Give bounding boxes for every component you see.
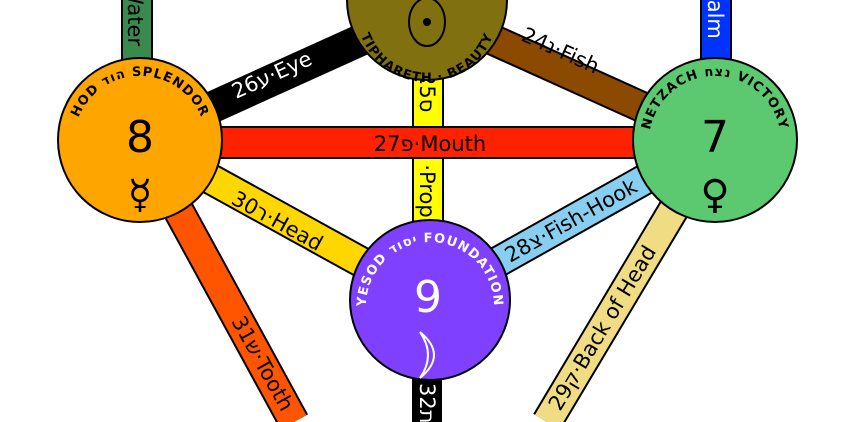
path-label: 27פ·Mouth bbox=[374, 132, 486, 156]
sephirah-netzach: NETZACH נצח VICTORY 7 ♀ bbox=[632, 57, 798, 223]
sephirah-tiphareth: TIPHARETH · BEAUTY bbox=[346, 0, 508, 86]
sun-icon bbox=[408, 0, 446, 47]
sephirah-yesod: YESOD יסוד FOUNDATION 9 bbox=[349, 219, 511, 381]
sephirah-number: 7 bbox=[701, 112, 729, 163]
path-27: 27פ·Mouth bbox=[139, 126, 716, 159]
path-label: Palm bbox=[703, 0, 727, 39]
sephirah-hod: HOD הוד SPLENDOR 8 ☿ bbox=[57, 57, 223, 223]
sephirah-number: 8 bbox=[126, 112, 154, 163]
path-label: 32ת bbox=[415, 383, 439, 422]
moon-icon bbox=[419, 331, 435, 379]
path-label: 28צ·Fish-Hook bbox=[501, 174, 642, 268]
venus-icon: ♀ bbox=[700, 172, 729, 218]
path-label: 31ש·Tooth bbox=[227, 312, 299, 415]
path-label: Water bbox=[123, 0, 147, 46]
mercury-icon: ☿ bbox=[128, 172, 153, 218]
sephirah-number: 9 bbox=[414, 272, 442, 323]
path-label: 29ק·Back of Head bbox=[544, 241, 661, 414]
